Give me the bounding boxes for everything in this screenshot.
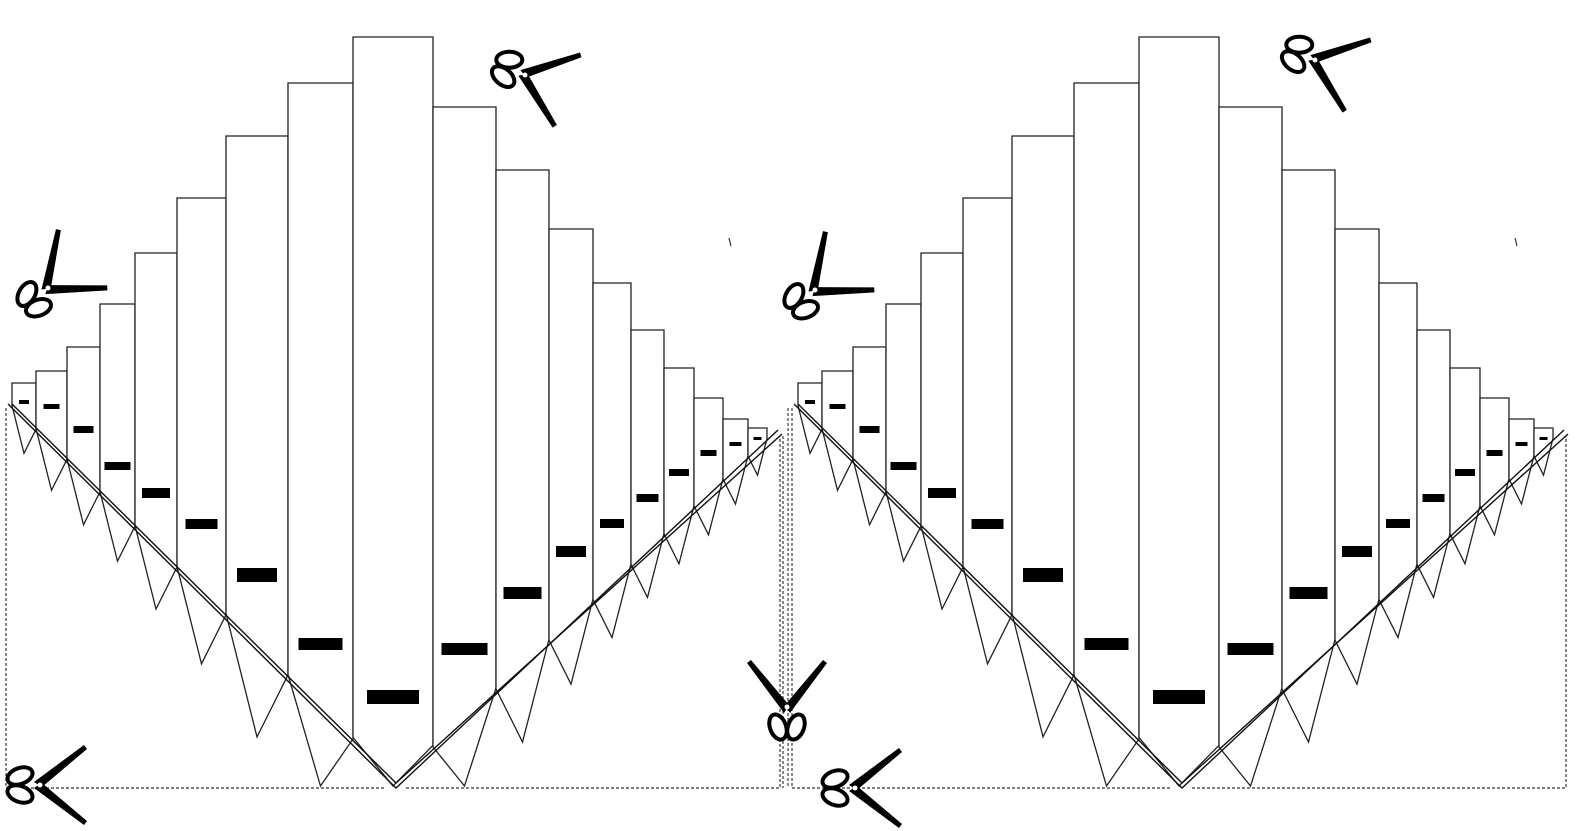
fold-slot — [1153, 690, 1205, 704]
pop-up-tab — [1011, 135, 1075, 739]
fold-slot — [805, 400, 815, 404]
fold-slot — [1289, 587, 1328, 599]
fold-slot — [237, 568, 277, 582]
pop-up-tab — [1334, 228, 1380, 687]
fold-slot — [829, 404, 846, 409]
pop-up-tab — [1378, 282, 1418, 640]
pop-up-tab — [1138, 36, 1220, 787]
pop-up-tab — [1281, 169, 1336, 744]
fold-slot — [636, 494, 659, 502]
scissors-icon — [0, 225, 112, 344]
pop-up-tab — [852, 346, 887, 527]
pop-up-tab — [821, 370, 854, 493]
fold-slot — [1422, 494, 1445, 502]
pop-up-tab — [1533, 427, 1554, 478]
pop-up-tab — [630, 329, 665, 600]
fold-line — [7, 403, 779, 789]
pop-up-tab — [66, 346, 101, 527]
pop-up-tab — [885, 303, 922, 564]
pop-up-tab — [225, 135, 289, 739]
fold-slot — [1515, 442, 1528, 446]
pop-up-tab — [11, 382, 37, 456]
pop-up-tab — [1449, 367, 1481, 566]
scissors-icon — [745, 658, 829, 744]
fold-slot — [1455, 469, 1475, 476]
scissors-icon — [760, 227, 879, 346]
fold-slot — [669, 469, 689, 476]
pop-up-tab — [592, 282, 632, 640]
pop-up-tab — [1218, 106, 1283, 788]
pop-up-tab — [176, 197, 227, 666]
cut-line — [791, 408, 1172, 789]
fold-slot — [367, 690, 419, 704]
pop-up-tab — [920, 252, 964, 611]
pop-up-tab — [495, 169, 550, 744]
fold-slot — [1386, 519, 1410, 528]
pop-up-tab — [1073, 82, 1140, 788]
fold-slot — [1539, 437, 1548, 440]
fold-slot — [43, 404, 60, 409]
fold-slot — [859, 426, 880, 433]
pop-up-tab — [962, 197, 1013, 666]
fold-line — [797, 403, 1569, 784]
pop-up-tab — [663, 367, 695, 566]
pop-up-tab — [1416, 329, 1451, 600]
fold-slot — [1023, 568, 1063, 582]
fold-slot — [298, 638, 343, 650]
pop-up-tab — [35, 370, 68, 493]
fold-slot — [19, 400, 29, 404]
pop-up-tab — [722, 418, 749, 506]
cut-line — [5, 408, 386, 789]
fold-slot — [971, 519, 1004, 529]
pop-up-tab — [287, 82, 354, 788]
stray-mark — [1514, 237, 1518, 247]
fold-slot — [142, 488, 170, 498]
pop-up-tab — [548, 228, 594, 687]
fold-slot — [600, 519, 624, 528]
fold-slot — [928, 488, 956, 498]
fold-slot — [104, 462, 131, 470]
left-template — [5, 36, 783, 789]
fold-slot — [1084, 638, 1129, 650]
scissors-icon — [3, 743, 89, 827]
pop-up-tab — [747, 427, 768, 478]
pop-up-tab — [134, 252, 178, 611]
right-template — [791, 36, 1569, 789]
fold-line — [793, 403, 1565, 789]
fold-slot — [890, 462, 917, 470]
pop-up-tab — [1479, 397, 1510, 537]
fold-slot — [556, 546, 586, 557]
fold-slot — [1227, 643, 1274, 655]
pop-up-tab — [797, 382, 823, 456]
fold-slot — [753, 437, 762, 440]
pop-up-tab — [99, 303, 136, 564]
fold-slot — [1486, 450, 1503, 456]
fold-slot — [73, 426, 94, 433]
fold-slot — [503, 587, 542, 599]
scissors-layer — [0, 8, 1518, 830]
fold-slot — [729, 442, 742, 446]
pop-up-tab — [432, 106, 497, 788]
fold-line — [11, 403, 783, 784]
fold-slot — [185, 519, 218, 529]
pop-up-tab — [352, 36, 434, 787]
scissors-icon — [1266, 8, 1375, 116]
fold-slot — [441, 643, 488, 655]
fold-slot — [700, 450, 717, 456]
pop-up-tab — [1508, 418, 1535, 506]
stray-mark — [728, 237, 732, 247]
pop-up-tab — [693, 397, 724, 537]
fold-slot — [1342, 546, 1372, 557]
